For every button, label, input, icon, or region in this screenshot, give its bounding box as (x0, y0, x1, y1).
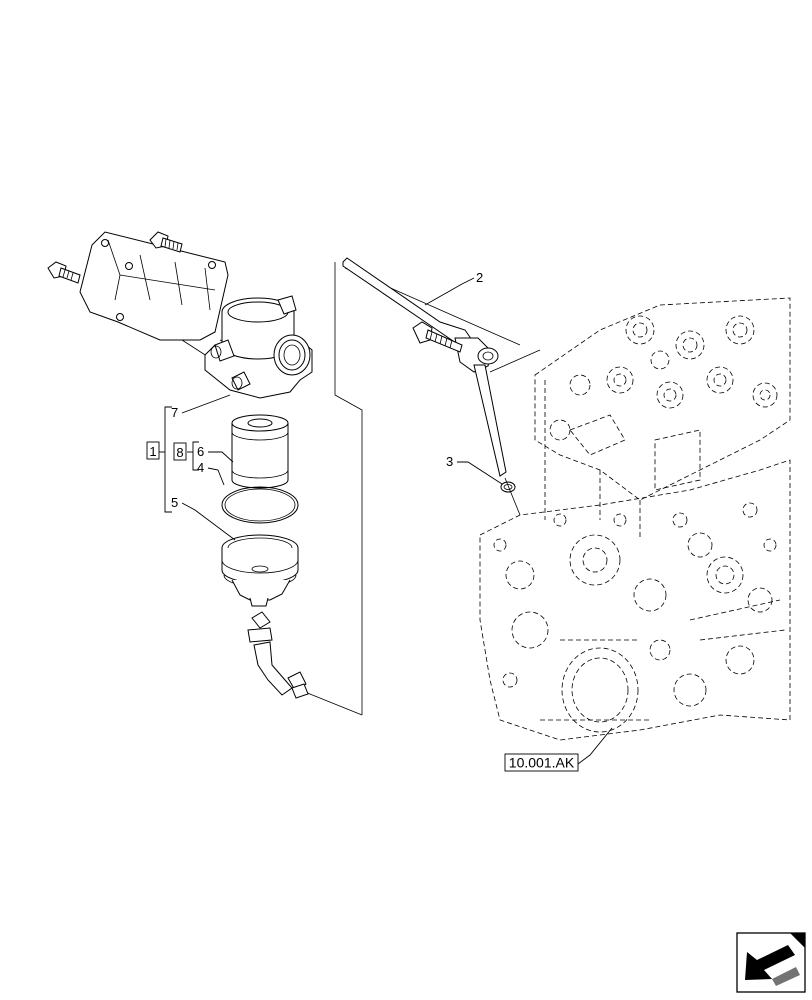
bracket-bolt-upper (149, 231, 183, 253)
seal-ring (221, 486, 299, 524)
drain-hose (247, 611, 309, 699)
filter-bowl (221, 534, 299, 607)
pipe-bolt (412, 321, 463, 353)
callout-7: 7 (171, 405, 178, 420)
callout-8: 8 (176, 445, 183, 460)
leader-4 (207, 467, 225, 486)
filter-element (231, 414, 289, 489)
leader-5 (181, 502, 236, 541)
engine-reference-label: 10.001.AK (509, 755, 575, 771)
leader-2 (424, 277, 475, 306)
small-o-ring (500, 481, 516, 493)
filter-head (204, 295, 313, 399)
leader-7 (181, 394, 231, 414)
callout-5: 5 (171, 495, 178, 510)
callout-1: 1 (149, 444, 156, 459)
bracket-bolt-lower (47, 261, 81, 284)
group-boundary-line (334, 262, 363, 715)
leader-6 (208, 451, 234, 463)
callout-2: 2 (476, 270, 483, 285)
assembly-brace-1 (146, 406, 172, 513)
engine-block-drawing (479, 297, 791, 741)
callout-4: 4 (197, 460, 204, 475)
assembly-brace-8 (173, 441, 199, 471)
arrow-back-icon[interactable] (736, 932, 806, 993)
fuel-pipe (342, 257, 507, 477)
leader-3 (457, 461, 503, 485)
mounting-bracket (79, 231, 229, 341)
hose-connection-line (299, 689, 363, 716)
callout-6: 6 (197, 444, 204, 459)
leader-ref (577, 727, 613, 765)
callout-3: 3 (446, 454, 453, 469)
engine-reference-link[interactable]: 10.001.AK (504, 753, 579, 772)
